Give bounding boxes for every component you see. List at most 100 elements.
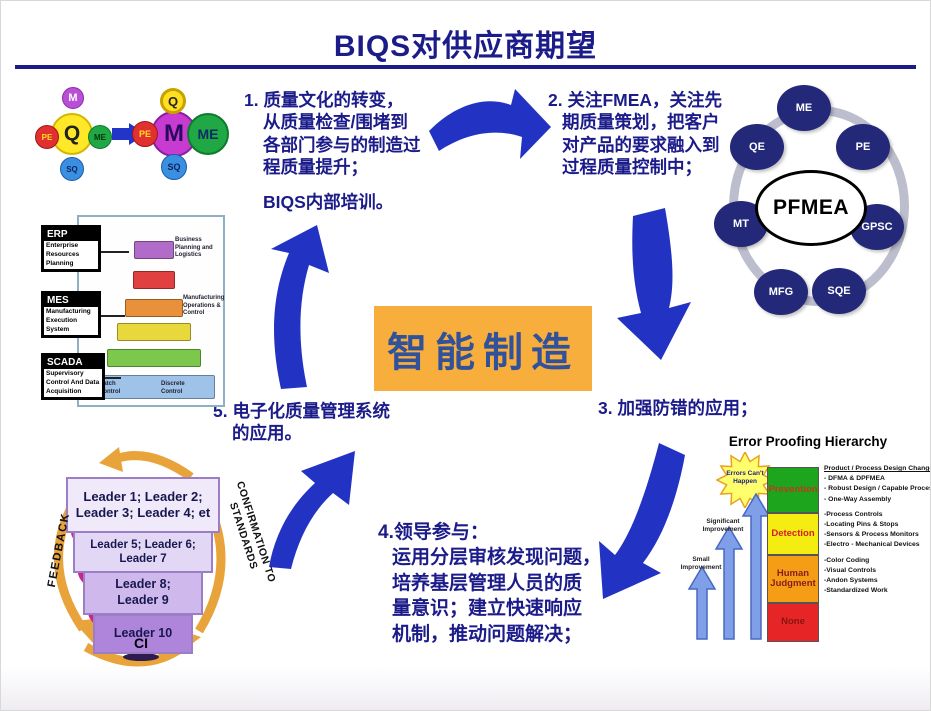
pfmea-node-pe: PE <box>836 124 890 170</box>
cycle-arrow-1-to-2-icon <box>429 89 551 159</box>
text-line: 4.领导参与： <box>378 522 489 543</box>
pfmea-center-label: PFMEA <box>755 170 867 246</box>
small-improvement-label: Small Improvement <box>680 556 722 572</box>
text-line: 1. 质量文化的转变， <box>244 90 404 110</box>
org-left-bottom-circle: SQ <box>60 157 84 181</box>
text-line: 2. 关注FMEA，关注先 <box>548 90 723 110</box>
text-line: Leader 1; Leader 2; <box>83 488 203 504</box>
ep-item: -Standardized Work <box>824 587 888 595</box>
pyramid-label-top: Business Planning and Logistics <box>175 237 213 258</box>
smart-manufacturing-label: 智能制造 <box>387 328 579 376</box>
ci-label: CI <box>134 635 148 651</box>
org-right-right-circle: ME <box>187 113 229 155</box>
title-underline <box>15 65 916 69</box>
expectation-5-text: 5. 电子化质量管理系统 的应用。 <box>213 400 390 445</box>
cycle-arrow-2-to-3-icon <box>617 208 691 360</box>
ep-items-column: Product / Process Design Change - DFMA &… <box>824 464 931 596</box>
ep-item: -Color Coding <box>824 556 870 564</box>
mes-box: MES Manufacturing Execution System <box>41 291 101 339</box>
text-line: 过程质量控制中； <box>562 157 702 178</box>
leader-level-3: Leader 8; Leader 9 <box>83 571 203 615</box>
pyramid-layer <box>125 299 183 317</box>
cycle-arrow-5-to-1-icon <box>271 225 329 389</box>
expectation-3-text: 3. 加强防错的应用； <box>598 398 758 418</box>
pyramid-label-bottom-right: Discrete Control <box>161 381 185 395</box>
ep-item: -Process Controls <box>824 510 883 518</box>
text-line: 机制，推动问题解决； <box>392 623 583 645</box>
pfmea-node-mfg: MFG <box>754 269 808 315</box>
ep-level-detection: Detection <box>767 513 819 555</box>
pfmea-node-me: ME <box>777 85 831 131</box>
connector-line <box>99 377 121 379</box>
pyramid-layer <box>117 323 191 341</box>
text-line: 各部门参与的制造过 <box>263 134 421 155</box>
org-left-center-circle: Q <box>51 113 93 155</box>
ep-level-prevention: Prevention <box>767 467 819 513</box>
text-line: 5. 电子化质量管理系统 <box>213 401 390 421</box>
erp-full: Enterprise Resources Planning <box>46 242 80 267</box>
ep-item: - Robust Design / Capable Process <box>824 485 931 493</box>
org-left-right-circle: ME <box>88 125 112 149</box>
expectation-2-text: 2. 关注FMEA，关注先 期质量策划，把客户 对产品的要求融入到 过程质量控制… <box>548 89 722 179</box>
pfmea-node-mt: MT <box>714 201 768 247</box>
text-line: Leader 10 <box>113 626 173 641</box>
text-line: 的应用。 <box>232 423 302 444</box>
scada-abbr: SCADA <box>44 356 102 369</box>
pyramid-layer <box>107 349 201 367</box>
ep-item: -Locating Pins & Stops <box>824 520 899 528</box>
text-line: 期质量策划，把客户 <box>562 112 720 133</box>
text-line: Leader 3; Leader 4; et <box>75 505 211 520</box>
leader-level-4: Leader 10 <box>93 614 193 654</box>
expectation-1-text: 1. 质量文化的转变， 从质量检查/围堵到 各部门参与的制造过 程质量提升； B… <box>244 89 421 213</box>
layered-audit-diagram: Leader 1; Leader 2; Leader 3; Leader 4; … <box>31 439 278 674</box>
org-right-top-circle: Q <box>160 88 186 114</box>
pyramid-layer <box>133 271 175 289</box>
ci-ellipse <box>123 653 159 661</box>
leader-level-1: Leader 1; Leader 2; Leader 3; Leader 4; … <box>66 477 220 533</box>
leader-level-2: Leader 5; Leader 6; Leader 7 <box>73 531 213 573</box>
starburst-label: Errors Can't Happen <box>726 470 764 486</box>
error-proofing-title: Error Proofing Hierarchy <box>728 434 888 449</box>
text-line: 量意识；建立快速响应 <box>392 598 583 620</box>
cycle-arrow-3-to-4-icon <box>599 443 685 599</box>
pfmea-node-sqe: SQE <box>812 268 866 314</box>
ep-item: -Sensors & Process Monitors <box>824 531 919 539</box>
connector-line <box>95 251 129 253</box>
mes-pyramid-diagram: Business Planning and Logistics Manufact… <box>41 211 241 411</box>
mes-full: Manufacturing Execution System <box>46 308 91 333</box>
smart-manufacturing-box: 智能制造 <box>374 306 592 391</box>
text-line: BIQS内部培训。 <box>263 191 394 212</box>
pyramid-layer <box>95 375 215 399</box>
erp-abbr: ERP <box>44 228 98 241</box>
ep-item: - One-Way Assembly <box>824 495 892 503</box>
cycle-arrow-4-to-5-icon <box>269 451 355 569</box>
pfmea-node-qe: QE <box>730 124 784 170</box>
ep-item: -Andon Systems <box>824 576 878 584</box>
ep-level-human-judgment: Human Judgment <box>767 555 819 603</box>
org-right-bottom-circle: SQ <box>161 154 187 180</box>
org-left-left-circle: PE <box>35 125 59 149</box>
text-line: 培养基层管理人员的质 <box>392 572 583 594</box>
significant-improvement-label: Significant Improvement <box>702 518 744 534</box>
ep-stack: Prevention Detection Human Judgment None <box>767 467 819 642</box>
text-line: 对产品的要求融入到 <box>562 134 720 155</box>
text-line: 运用分层审核发现问题， <box>392 547 602 569</box>
org-right-left-circle: PE <box>132 121 158 147</box>
org-left-top-circle: M <box>62 87 84 109</box>
pfmea-diagram: ME PE GPSC SQE MFG MT QE PFMEA <box>701 85 930 336</box>
text-line: 从质量检查/围堵到 <box>263 112 408 133</box>
org-transition-diagram: Q M PE ME SQ M Q PE ME SQ <box>26 81 241 201</box>
text-line: Leader 7 <box>119 553 167 565</box>
background-floor <box>1 666 930 710</box>
text-line: Leader 5; Leader 6; <box>90 538 196 551</box>
text-line: 程质量提升； <box>263 157 368 178</box>
ep-level-none: None <box>767 603 819 642</box>
pyramid-layer <box>134 241 174 259</box>
ep-item: -Electro - Mechanical Devices <box>824 541 920 549</box>
erp-box: ERP Enterprise Resources Planning <box>41 225 101 273</box>
pyramid-label-bottom-left: Batch Control <box>99 381 121 395</box>
error-proofing-diagram: Error Proofing Hierarchy Errors Can't Ha… <box>681 434 931 651</box>
expectation-4-text: 4.领导参与： 运用分层审核发现问题， 培养基层管理人员的质 量意识；建立快速响… <box>378 520 601 647</box>
connector-line <box>95 315 125 317</box>
